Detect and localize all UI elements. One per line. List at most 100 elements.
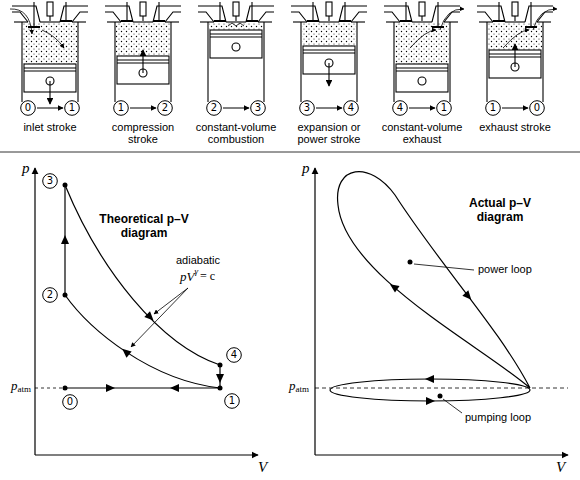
inlet-valve (498, 2, 499, 21)
inlet-port (105, 6, 133, 22)
engine-cylinder (105, 2, 181, 102)
cylinder-wall (356, 22, 357, 102)
axis-label: p (302, 160, 310, 177)
state-number: 3 (299, 100, 315, 116)
state-number: 2 (206, 100, 222, 116)
callout-circle: 1 (113, 100, 129, 116)
callout-circle: 1 (224, 393, 240, 409)
state-number: 2 (42, 287, 58, 303)
cylinder-head (386, 21, 400, 22)
spark-plug (233, 2, 239, 16)
piston-ring (396, 70, 448, 71)
engine-row (10, 2, 557, 104)
inlet-port (291, 12, 307, 22)
exhaust-valve (60, 20, 72, 22)
direction-arrow (426, 397, 435, 405)
cylinder-wall (170, 22, 171, 102)
inlet-port (477, 12, 493, 22)
direction-arrow (216, 374, 224, 383)
callout-circle: 1 (436, 100, 452, 116)
exhaust-port (351, 12, 367, 22)
state-number: 3 (42, 173, 58, 189)
spark-plug (512, 2, 518, 16)
exhaust-port (246, 6, 274, 22)
transition-arrow (409, 108, 435, 109)
cylinder-head (412, 21, 432, 22)
callout-circle: 2 (157, 100, 173, 116)
direction-arrows (61, 235, 474, 405)
state-number: 0 (62, 394, 78, 410)
exhaust-port (258, 12, 274, 22)
piston-ring (210, 36, 262, 37)
exhaust-valve (65, 2, 66, 21)
flow-arrow (533, 9, 557, 30)
callout-circle: 3 (299, 100, 315, 116)
exhaust-port (525, 6, 553, 22)
engine-cylinder (198, 2, 274, 102)
exhaust-valve (437, 2, 438, 27)
spark-plug (140, 2, 146, 16)
cylinder-head (107, 21, 121, 22)
transition-arrow (316, 108, 342, 109)
transition-arrow (223, 108, 249, 109)
circle-outline (158, 101, 173, 116)
cylinder-wall (207, 22, 208, 102)
pressure-subscript: atm (296, 384, 310, 394)
annotation: adiabatic (176, 254, 220, 266)
exhaust-port (165, 12, 181, 22)
piston-ring (396, 67, 448, 68)
inlet-port (105, 12, 121, 22)
cylinder-head (444, 21, 458, 22)
state-number: 4 (392, 100, 408, 116)
gudgeon-pin (418, 77, 426, 85)
exhaust-valve (251, 2, 252, 21)
cylinder-wall (393, 22, 394, 102)
transition-arrow (130, 108, 156, 109)
circle-outline (251, 101, 266, 116)
transition-arrow (502, 108, 528, 109)
gas-charge (302, 23, 356, 46)
exhaust-port (339, 6, 367, 22)
state-number: 2 (157, 100, 173, 116)
cylinder-wall (542, 22, 543, 102)
exhaust-port (432, 6, 460, 22)
transition-arrow (37, 108, 63, 109)
inlet-valve (307, 20, 319, 22)
gudgeon-pin (232, 43, 240, 51)
circle-outline (114, 101, 129, 116)
piston (396, 64, 448, 92)
flow-arrow (42, 30, 64, 48)
inlet-valve (493, 20, 505, 22)
direction-arrow (144, 311, 156, 323)
state-number: 4 (226, 347, 242, 363)
stroke-name: expansion or power stroke (284, 121, 374, 145)
inlet-port (384, 12, 400, 22)
cylinder-head (505, 21, 525, 22)
gas-charge (209, 23, 263, 30)
circle-outline (43, 174, 58, 189)
inlet-valve (400, 20, 412, 22)
circle-outline (486, 101, 501, 116)
axis-label: p (22, 160, 30, 177)
direction-arrow (61, 235, 69, 244)
cylinder-head (351, 21, 365, 22)
cylinder-wall (449, 22, 450, 102)
exhaust-valve (339, 20, 351, 22)
cylinder-head (14, 21, 28, 22)
separator-rule (0, 152, 580, 153)
actual-plot (315, 168, 568, 455)
formula-exponent: γ (194, 266, 198, 276)
circle-outline (63, 395, 78, 410)
cylinder-wall (486, 22, 487, 102)
flow-arrow (503, 30, 529, 48)
cylinder-wall (263, 22, 264, 102)
axis-label: V (258, 459, 267, 476)
circle-outline (225, 394, 240, 409)
inlet-port (477, 6, 505, 22)
circle-outline (227, 348, 242, 363)
motion-arrow (49, 81, 50, 104)
inlet-valve (121, 20, 133, 22)
state-number: 1 (64, 100, 80, 116)
